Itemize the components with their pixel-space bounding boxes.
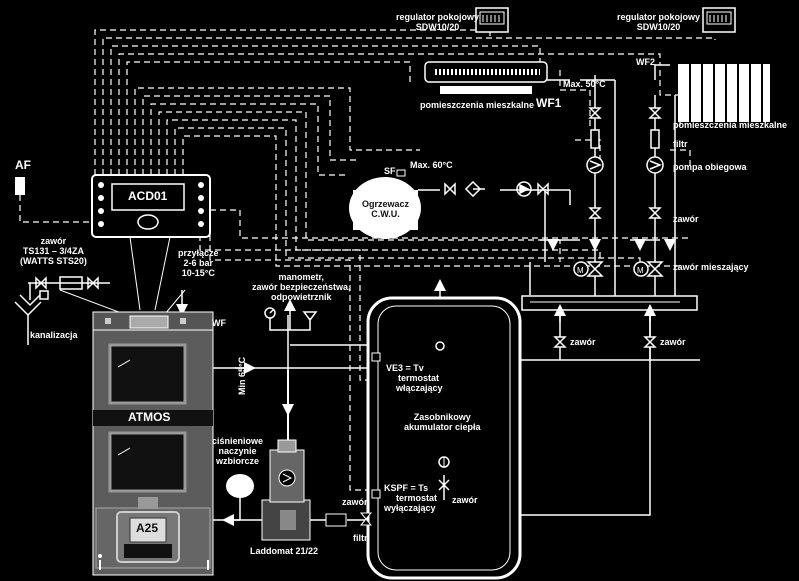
max50-label: Max. 50°C (563, 79, 606, 89)
drain-label: kanalizacja (30, 330, 78, 340)
sf-label: SF (384, 166, 396, 176)
manifold (521, 295, 698, 311)
control-wiring (19, 29, 716, 491)
boiler-model: A25 (136, 521, 159, 535)
manifold-valve-1-label: zawór (570, 337, 596, 347)
controller-label: ACD01 (128, 189, 168, 203)
heat-accumulator (366, 296, 522, 580)
living-room-1-label: pomieszczenia mieszkalne (420, 100, 535, 110)
af-sensor (15, 177, 25, 195)
room-regulator-1 (475, 7, 509, 33)
valve-tank-label: zawór (452, 495, 478, 505)
max60-label: Max. 60°C (410, 160, 453, 170)
wf1-label: WF1 (536, 96, 562, 110)
dhw-line-fittings (444, 180, 549, 198)
dhw-heater (349, 169, 421, 239)
circuit-left: M (573, 107, 604, 277)
min-temp-label: Min 65°C (237, 356, 247, 395)
af-label: AF (15, 158, 31, 172)
wf2-label: WF2 (636, 57, 655, 67)
ts131-valve (19, 276, 110, 307)
manifold-valves (553, 304, 657, 348)
boiler-brand: ATMOS (128, 410, 171, 424)
laddomat (261, 439, 373, 541)
acd01-controller (91, 174, 211, 238)
mixing-valve-label: zawór mieszający (673, 262, 749, 272)
filter-bottom-label: filtr (353, 533, 368, 543)
room-regulator-2 (702, 7, 736, 33)
radiator-1 (424, 61, 548, 94)
laddomat-label: Laddomat 21/22 (250, 546, 319, 556)
radiator-2 (678, 64, 770, 122)
svg-text:M: M (637, 266, 644, 275)
living-room-2-label: pomieszczenia mieszkalne (673, 120, 788, 130)
valve-bottom-label: zawór (342, 497, 368, 507)
circuit-right: M (633, 107, 664, 277)
pump-label: pompa obiegowa (673, 162, 747, 172)
drain-funnel (14, 301, 42, 345)
expansion-vessel (226, 474, 254, 520)
filter-right-label: filtr (673, 139, 688, 149)
valve-right-label: zawór (673, 214, 699, 224)
boiler (92, 311, 214, 576)
safety-group-label: manometr,zawór bezpieczeństwa,odpowietrz… (252, 272, 351, 302)
wf-label: WF (212, 318, 226, 328)
svg-text:M: M (577, 266, 584, 275)
safety-group (264, 299, 318, 331)
manifold-valve-2-label: zawór (660, 337, 686, 347)
